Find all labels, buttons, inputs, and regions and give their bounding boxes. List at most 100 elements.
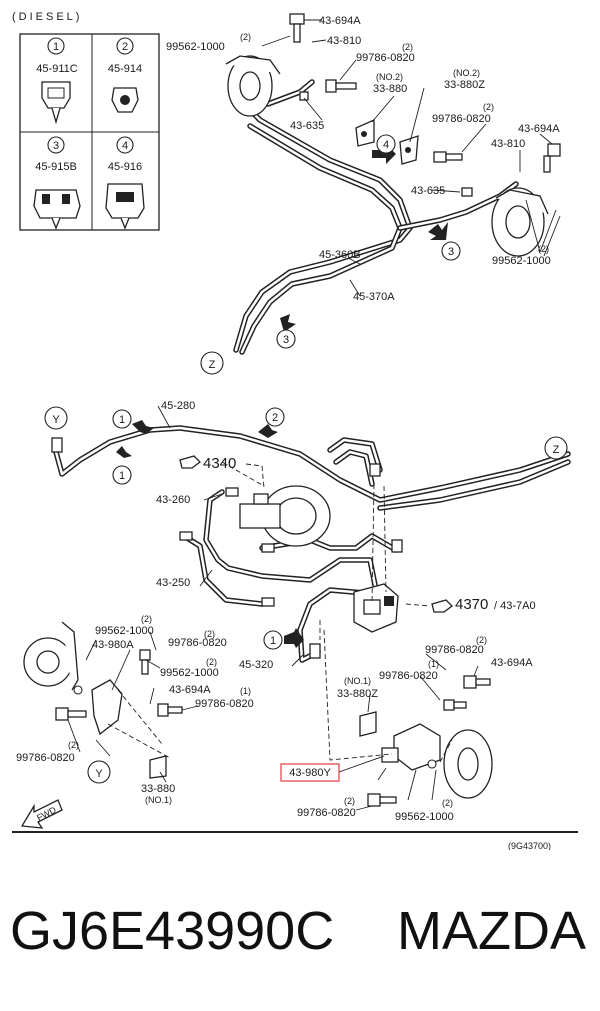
legend-part-4: 45-916: [108, 161, 142, 173]
fitting-c: [261, 543, 275, 553]
label-99786-right-3: 99786-0820: [297, 807, 356, 819]
label-99562-lower-1: 99562-1000: [95, 625, 154, 637]
fitting-e: [309, 643, 321, 659]
fitting-a: [225, 487, 239, 497]
label-99786-right-2: 99786-0820: [379, 670, 438, 682]
legend-part-1: 45-911C: [36, 63, 77, 75]
reference-hand-icon-4340: [179, 455, 201, 469]
fitting-f: [369, 463, 381, 477]
label-45-280: 45-280: [161, 400, 195, 412]
qty-99562-top: (2): [240, 32, 251, 42]
clip-45-916-icon: [105, 183, 145, 230]
label-43-980y[interactable]: 43-980Y: [289, 767, 331, 779]
mark-z-lower: Z: [553, 444, 560, 456]
rear-left-hub: [23, 621, 123, 736]
arrow-clip-3a: [428, 222, 448, 240]
qty-99786-right-3: (2): [344, 796, 355, 806]
fitting-g: [391, 539, 403, 553]
callout-3b: 3: [283, 334, 289, 346]
clip-45-915b-icon: [33, 189, 81, 230]
label-99786-lower-2: 99786-0820: [195, 698, 254, 710]
label-45-360b: 45-360B: [319, 249, 361, 261]
label-43-7a0: / 43-7A0: [494, 600, 536, 612]
label-43-694a-lower: 43-694A: [169, 684, 211, 696]
mark-z-upper: Z: [209, 359, 216, 371]
label-43-694a-right: 43-694A: [518, 123, 560, 135]
label-43-810-right: 43-810: [491, 138, 525, 150]
label-33-880z-right: 33-880Z: [337, 688, 378, 700]
label-43-260: 43-260: [156, 494, 190, 506]
label-4340: 4340: [203, 455, 236, 472]
label-43-250: 43-250: [156, 577, 190, 589]
engine-label: (DIESEL): [12, 11, 82, 23]
forward-arrow: FWD: [20, 799, 63, 829]
label-43-694a-right-lower: 43-694A: [491, 657, 533, 669]
callout-1b: 1: [119, 470, 125, 482]
label-43-635-a: 43-635: [290, 120, 324, 132]
bracket-33-880-lower: [149, 755, 167, 779]
legend-num-1: 1: [53, 41, 59, 53]
bracket-33-880: [355, 118, 375, 147]
upper-diagram: 4 3 3 Z 43-694A (2) 99562-1000 43-810 (2…: [166, 13, 561, 375]
callout-3a: 3: [448, 246, 454, 258]
highlighted-part-43-980y[interactable]: 43-980Y: [280, 763, 340, 782]
label-43-635-b: 43-635: [411, 185, 445, 197]
bolt-99786-lower-mid: [157, 703, 183, 717]
label-99786-mid: 99786-0820: [432, 113, 491, 125]
qty-99786-lower-1: (2): [204, 629, 215, 639]
footer: GJ6E43990C MAZDA: [0, 895, 600, 975]
bolt-99786-bottom: [367, 793, 397, 807]
bolt-99786-top: [325, 79, 357, 93]
brake-line-diagram: (DIESEL) 1 45-911C 2 45-914 3 45-915B: [12, 11, 578, 850]
abs-hydraulic-unit: [353, 583, 399, 633]
label-99562-top: 99562-1000: [166, 41, 225, 53]
qty-99786-right-2: (1): [428, 659, 439, 669]
qty-99562-right: (2): [538, 244, 549, 254]
fitting-y-end: [51, 437, 63, 453]
qty-99786-top: (2): [402, 42, 413, 52]
bracket-33-880z-lower: [359, 711, 377, 737]
label-45-370a: 45-370A: [353, 291, 395, 303]
clip-43-635-b: [461, 187, 473, 197]
label-99562-right-lower: 99562-1000: [395, 811, 454, 823]
qty-99786-lower-2: (1): [240, 686, 251, 696]
left-front-caliper: [225, 55, 281, 117]
arrow-clip-2: [258, 424, 278, 438]
legend-part-2: 45-914: [108, 63, 142, 75]
bottom-reference: (9G43700): [508, 841, 551, 850]
bolt-99786-mid: [433, 151, 463, 163]
qty-99786-mid: (2): [483, 102, 494, 112]
fitting-b: [179, 531, 193, 541]
label-45-320: 45-320: [239, 659, 273, 671]
mark-y-bottom: Y: [95, 768, 103, 780]
clip-legend-table: 1 45-911C 2 45-914 3 45-915B 4 45-916: [19, 33, 160, 231]
legend-num-4: 4: [122, 140, 128, 152]
qty-99562-right: (2): [442, 798, 453, 808]
label-43-694a-top: 43-694A: [319, 15, 361, 27]
bracket-33-880z: [399, 135, 419, 165]
bolt-99786-lower-right: [443, 699, 467, 711]
label-33-880z: 33-880Z: [444, 79, 485, 91]
reference-hand-icon-4370: [431, 599, 453, 613]
label-99786-lower-1: 99786-0820: [168, 637, 227, 649]
label-4370: 4370: [455, 596, 488, 613]
clip-45-914-icon: [111, 87, 139, 113]
lower-diagram: 1 1 2 1 Y Z Y FWD 45-280 4340 43-260 43-…: [12, 400, 578, 850]
brake-booster: [239, 485, 331, 547]
qty-33-880-lower: (NO.1): [145, 795, 172, 805]
label-43-980a: 43-980A: [92, 639, 134, 651]
label-99562-right: 99562-1000: [492, 255, 551, 267]
bolt-43-694a-right: [543, 143, 561, 173]
bolt-99786-lower-left: [55, 707, 87, 721]
arrow-clip-3b: [280, 314, 296, 332]
callout-2: 2: [272, 412, 278, 424]
label-33-880-lower: 33-880: [141, 783, 175, 795]
legend-part-3: 45-915B: [35, 161, 77, 173]
qty-99786-right-1: (2): [476, 635, 487, 645]
part-code: GJ6E43990C: [10, 901, 335, 961]
legend-num-2: 2: [122, 41, 128, 53]
label-99786-lower-3: 99786-0820: [16, 752, 75, 764]
qty-33-880z: (NO.2): [453, 68, 480, 78]
label-99786-top: 99786-0820: [356, 52, 415, 64]
clip-45-911c-icon: [41, 81, 71, 125]
